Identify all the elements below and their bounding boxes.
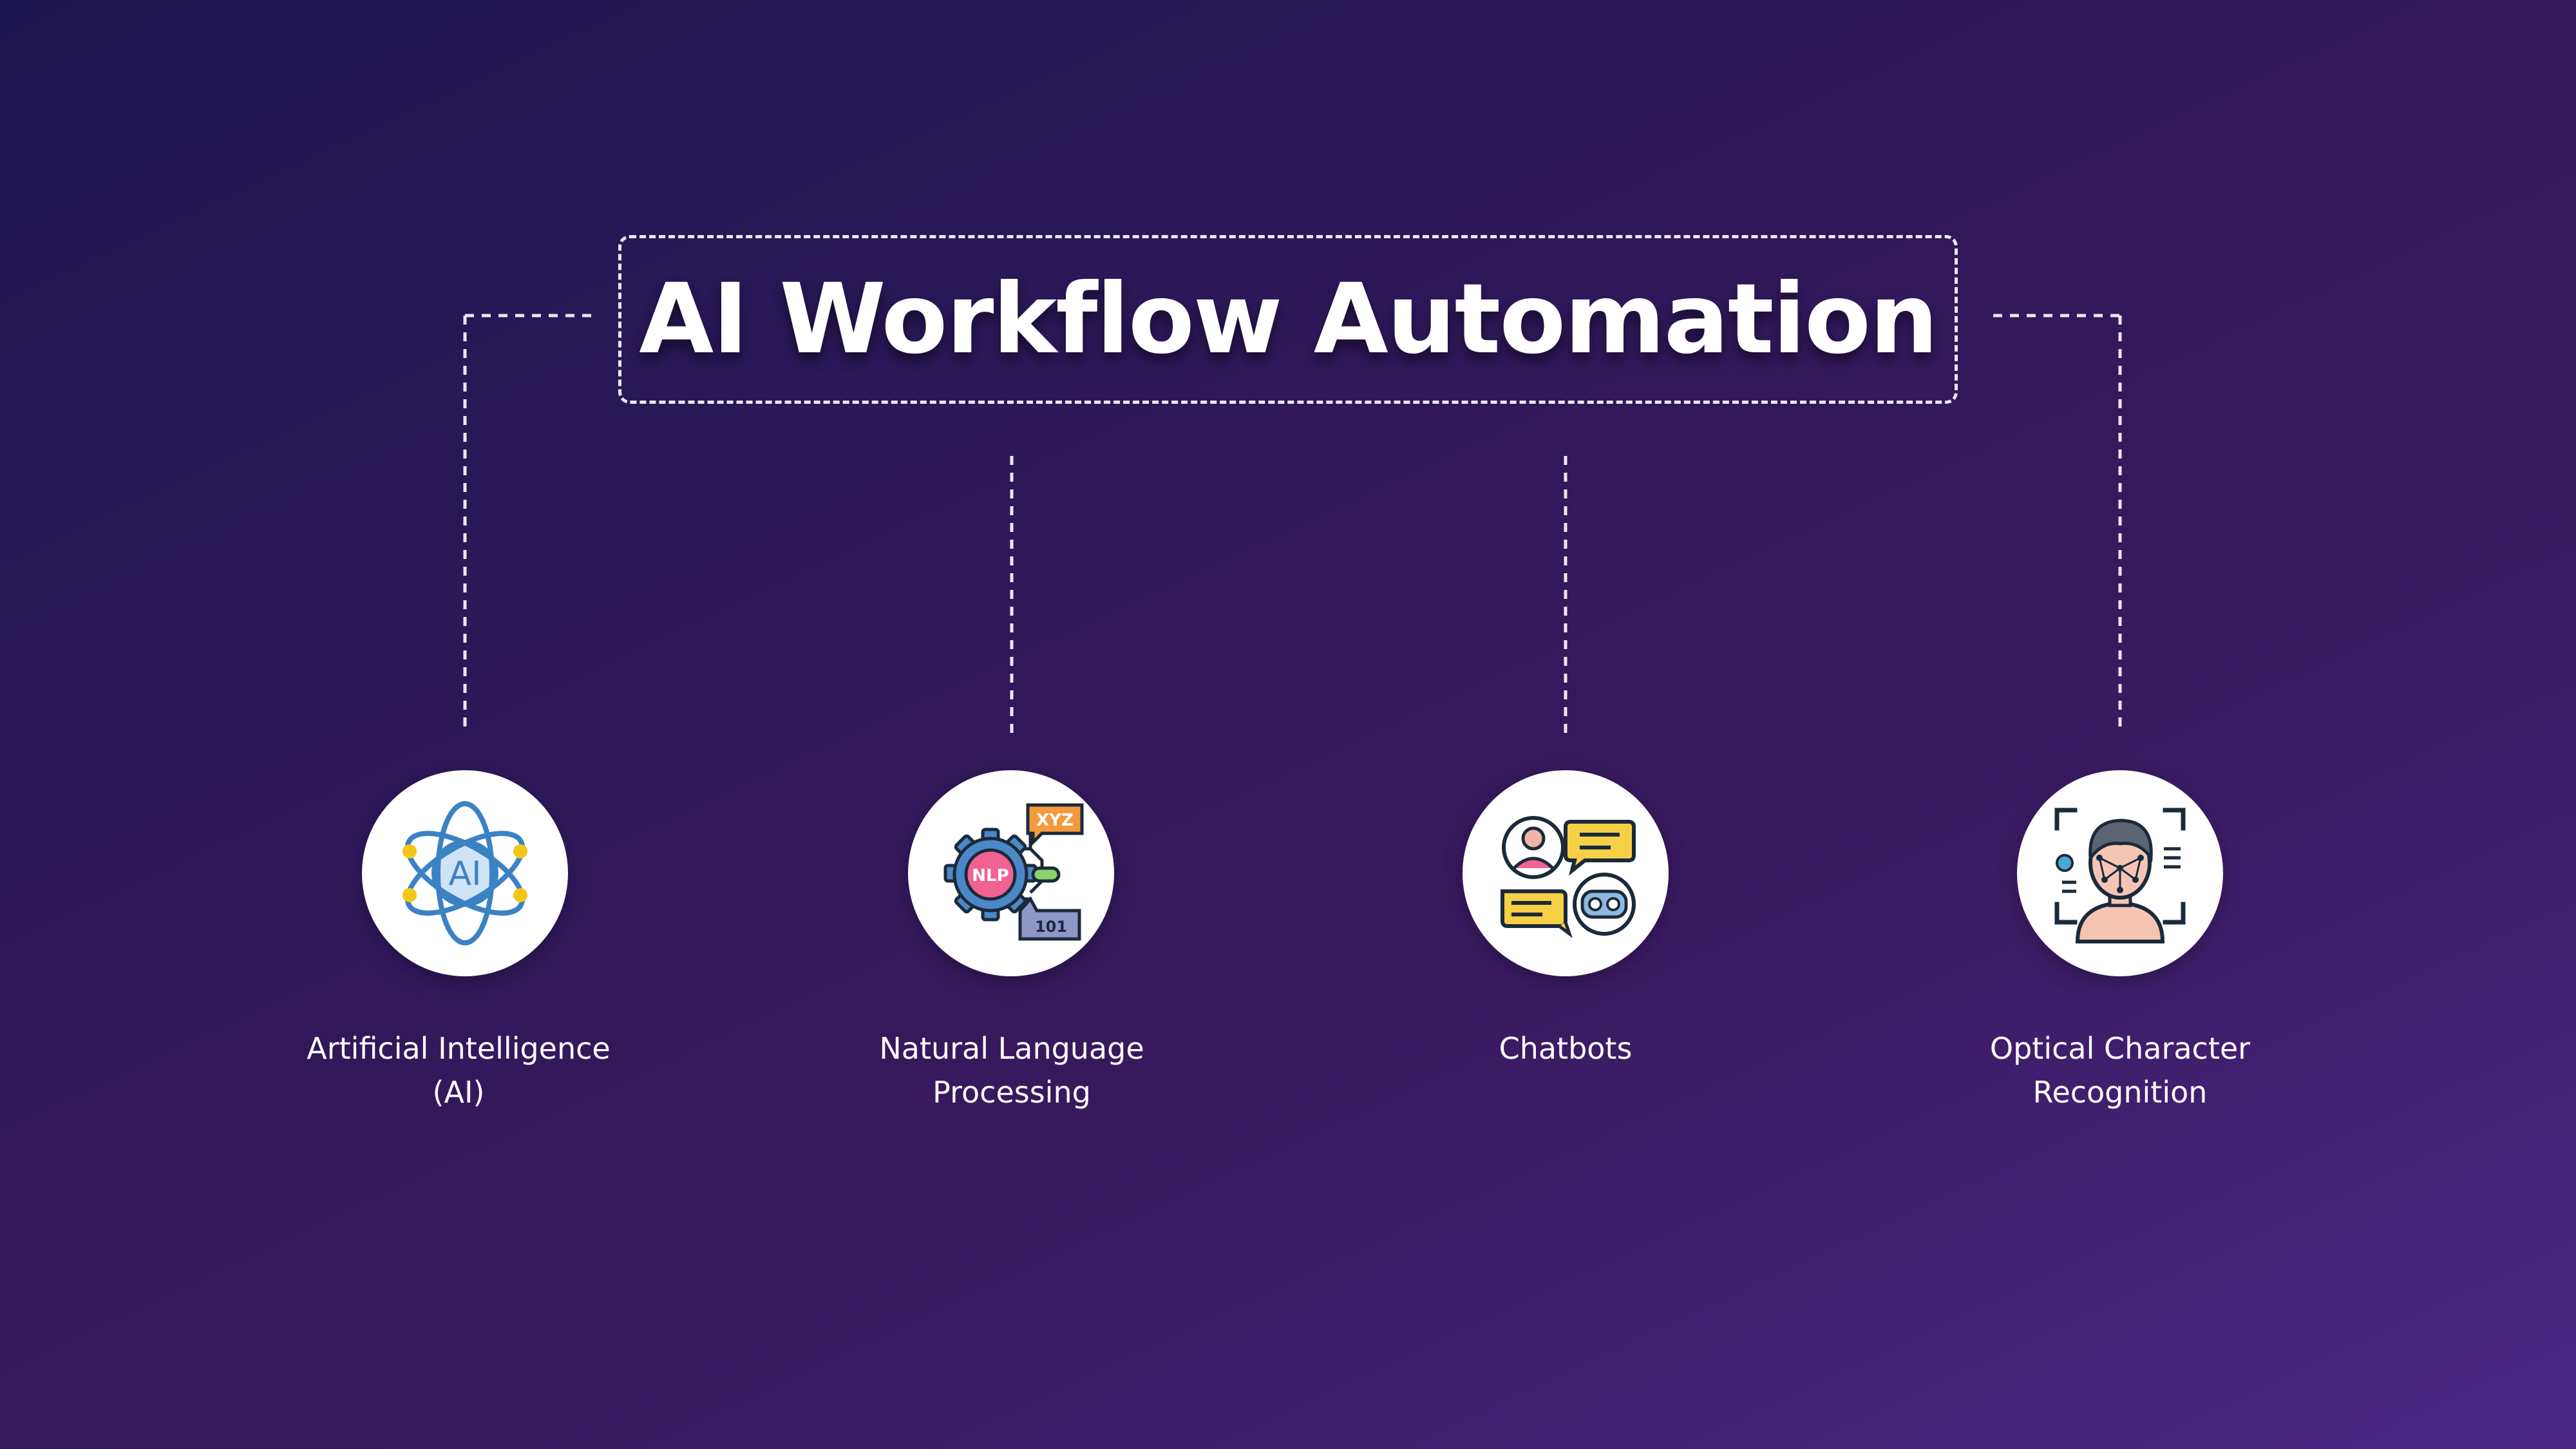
label-nlp: Natural Language Processing xyxy=(879,1031,1144,1110)
face-scan-icon xyxy=(2054,808,2186,943)
nlp-gear-icon: NLP XYZ 101 xyxy=(943,803,1084,941)
ai-icon-text: AI xyxy=(449,855,482,893)
nlp-xyz-text: XYZ xyxy=(1036,811,1074,830)
page-title: AI Workflow Automation xyxy=(639,263,1938,375)
title-box: AI Workflow Automation xyxy=(618,235,1958,404)
nlp-icon-text: NLP xyxy=(972,866,1009,886)
node-ocr xyxy=(2017,770,2223,976)
label-chatbots: Chatbots xyxy=(1499,1031,1633,1066)
nlp-101-text: 101 xyxy=(1035,918,1067,936)
chatbot-conversation-icon xyxy=(1501,816,1636,938)
label-ai: Artificial Intelligence (AI) xyxy=(307,1031,611,1110)
label-ocr: Optical Character Recognition xyxy=(1989,1031,2251,1110)
node-nlp: NLP XYZ 101 xyxy=(908,770,1114,976)
node-chatbots xyxy=(1463,770,1669,976)
ai-atom-icon: AI xyxy=(402,801,527,945)
node-ai: AI xyxy=(362,770,568,976)
